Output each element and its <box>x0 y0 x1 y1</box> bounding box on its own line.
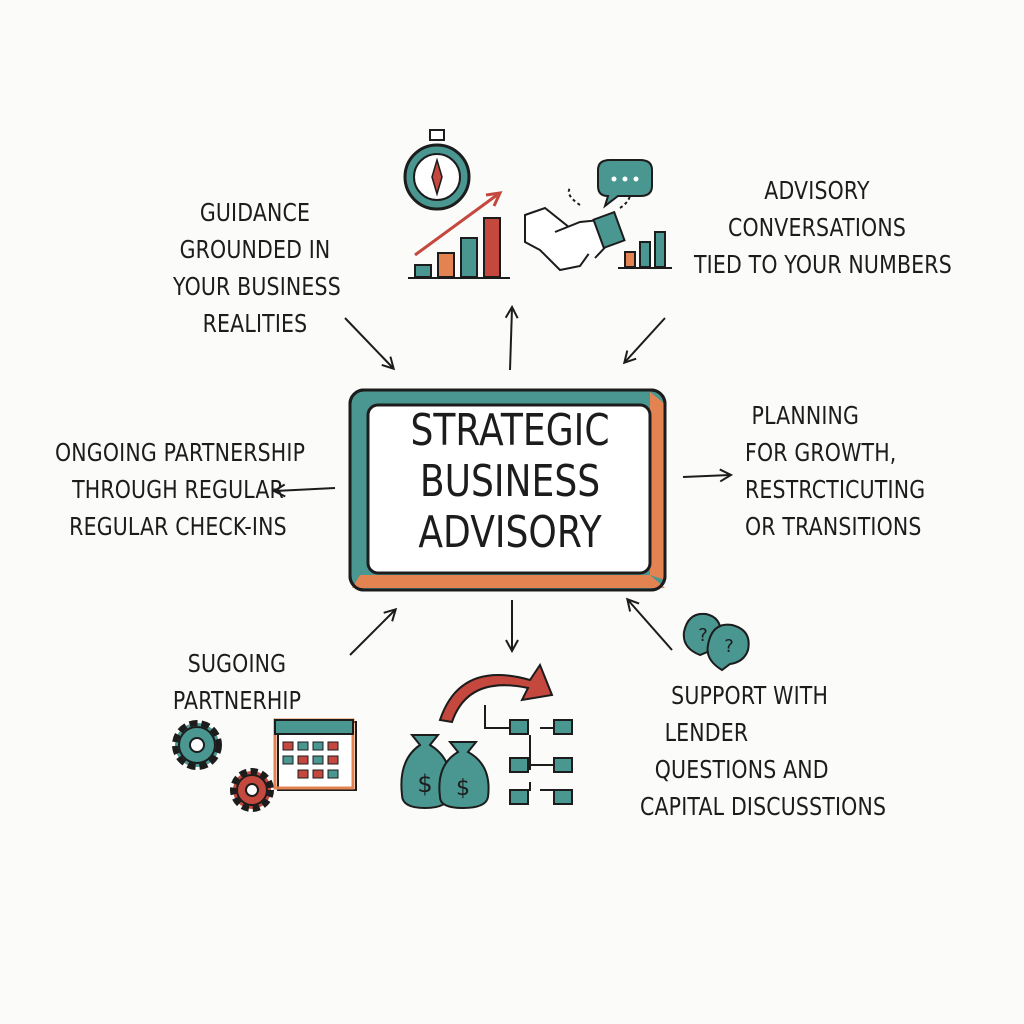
question-bubbles-icon: ? ? <box>682 612 750 672</box>
node-line: FOR GROWTH, <box>745 438 897 467</box>
node-line: PLANNING <box>751 401 860 430</box>
center-line: BUSINESS <box>419 456 601 507</box>
node-guidance: GUIDANCE GROUNDED IN YOUR BUSINESS REALI… <box>173 194 341 342</box>
node-line: GUIDANCE <box>199 198 311 227</box>
arrow-advisory <box>625 317 666 362</box>
compass-icon <box>403 129 471 211</box>
arrow-up <box>510 308 512 371</box>
node-line: SUPPORT WITH <box>671 681 829 710</box>
node-line: REALITIES <box>202 309 308 338</box>
arrow-guidance <box>344 317 393 368</box>
node-line: RESTRCTICUTING <box>745 475 926 504</box>
svg-text:?: ? <box>698 625 708 646</box>
node-line: PARTNERHIP <box>172 686 302 715</box>
node-line: TIED TO YOUR NUMBERS <box>694 250 952 279</box>
handshake-icon <box>524 187 632 272</box>
arrow-support <box>628 600 673 651</box>
node-line: QUESTIONS AND <box>654 755 829 784</box>
growth-arrow-icon <box>438 662 554 724</box>
node-planning: PLANNING FOR GROWTH, RESTRCTICUTING OR T… <box>745 397 925 545</box>
node-line: CONVERSATIONS <box>727 213 907 242</box>
bar-chart-icon <box>408 191 510 279</box>
node-line: ADVISORY <box>764 176 870 205</box>
center-line: ADVISORY <box>418 507 602 558</box>
node-line: SUGOING <box>187 649 287 678</box>
node-line: OR TRANSITIONS <box>745 512 922 541</box>
node-line: LENDER <box>664 718 749 747</box>
money-bags-icon: $ $ <box>400 734 490 810</box>
center-box <box>348 388 667 592</box>
node-line: THROUGH REGULAR <box>72 475 284 504</box>
svg-text:$: $ <box>417 770 432 798</box>
svg-text:?: ? <box>724 636 734 657</box>
node-advisory-conversations: ADVISORY CONVERSATIONS TIED TO YOUR NUMB… <box>694 172 952 283</box>
node-line: YOUR BUSINESS <box>173 272 341 301</box>
small-bar-chart-icon <box>618 231 672 269</box>
org-chart-icon <box>484 705 573 805</box>
node-sugoing: SUGOING PARTNERHIP <box>155 645 319 719</box>
node-line: ONGOING PARTNERSHIP <box>55 438 306 467</box>
arrow-planning <box>682 475 730 477</box>
center-title: STRATEGIC BUSINESS ADVISORY <box>387 405 633 558</box>
svg-text:$: $ <box>456 776 470 801</box>
node-line: REGULAR CHECK-INS <box>69 512 287 541</box>
arrow-sugoing <box>349 610 395 656</box>
node-ongoing-partnership: ONGOING PARTNERSHIP THROUGH REGULAR REGU… <box>55 434 306 545</box>
node-line: GROUNDED IN <box>179 235 331 264</box>
node-support: SUPPORT WITH LENDER QUESTIONS AND CAPITA… <box>640 677 886 825</box>
speech-bubble-icon <box>597 159 653 209</box>
node-line: CAPITAL DISCUSSTIONS <box>640 792 887 821</box>
calendar-icon <box>273 718 357 791</box>
arrow-ongoing <box>275 488 336 491</box>
center-line: STRATEGIC <box>410 405 610 456</box>
gears-icon <box>172 720 274 812</box>
